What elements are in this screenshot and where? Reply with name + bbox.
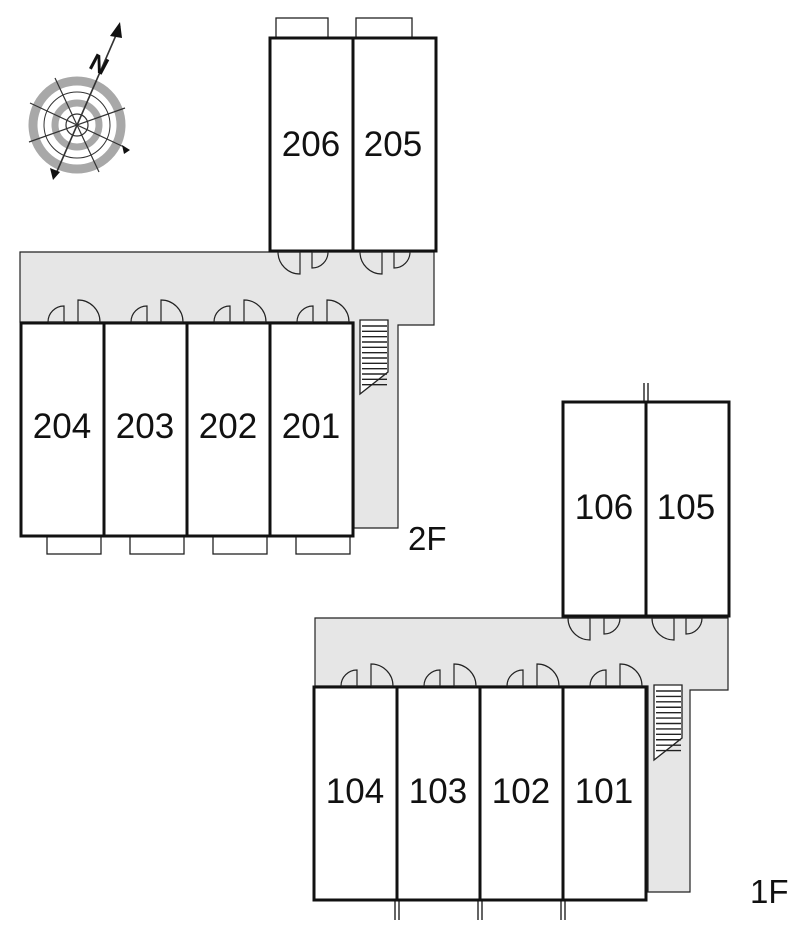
balcony — [212, 535, 268, 555]
staircase-2f — [359, 319, 389, 396]
staircase-1f — [653, 684, 683, 762]
balcony — [46, 535, 102, 555]
unit-203 — [102, 321, 189, 538]
unit-label-106: 106 — [575, 488, 633, 527]
north-label: N — [85, 49, 113, 81]
balcony — [275, 17, 329, 39]
unit-label-205: 205 — [364, 125, 422, 164]
floor-2f-plan: 206 205 204 203 202 201 2F — [19, 17, 447, 557]
balcony — [129, 535, 185, 555]
floor-1f-plan: 106 105 104 103 102 101 1F — [312, 383, 789, 920]
unit-104 — [312, 685, 399, 902]
unit-103 — [395, 685, 482, 902]
unit-label-105: 105 — [657, 488, 715, 527]
compass-rose-icon: N — [28, 22, 130, 180]
unit-label-104: 104 — [326, 772, 384, 811]
unit-label-203: 203 — [116, 407, 174, 446]
balcony — [355, 17, 413, 39]
unit-205 — [351, 36, 438, 253]
unit-202 — [185, 321, 272, 538]
unit-label-102: 102 — [492, 772, 550, 811]
unit-label-202: 202 — [199, 407, 257, 446]
unit-105 — [644, 400, 731, 618]
floor-label-2f: 2F — [408, 520, 447, 557]
unit-201 — [268, 321, 355, 538]
unit-label-204: 204 — [33, 407, 91, 446]
balcony — [295, 535, 351, 555]
unit-204 — [19, 321, 106, 538]
floor-label-1f: 1F — [750, 873, 789, 910]
unit-label-206: 206 — [282, 125, 340, 164]
unit-106 — [561, 400, 648, 618]
unit-label-101: 101 — [575, 772, 633, 811]
unit-label-201: 201 — [282, 407, 340, 446]
unit-102 — [478, 685, 565, 902]
unit-101 — [561, 685, 648, 902]
unit-label-103: 103 — [409, 772, 467, 811]
